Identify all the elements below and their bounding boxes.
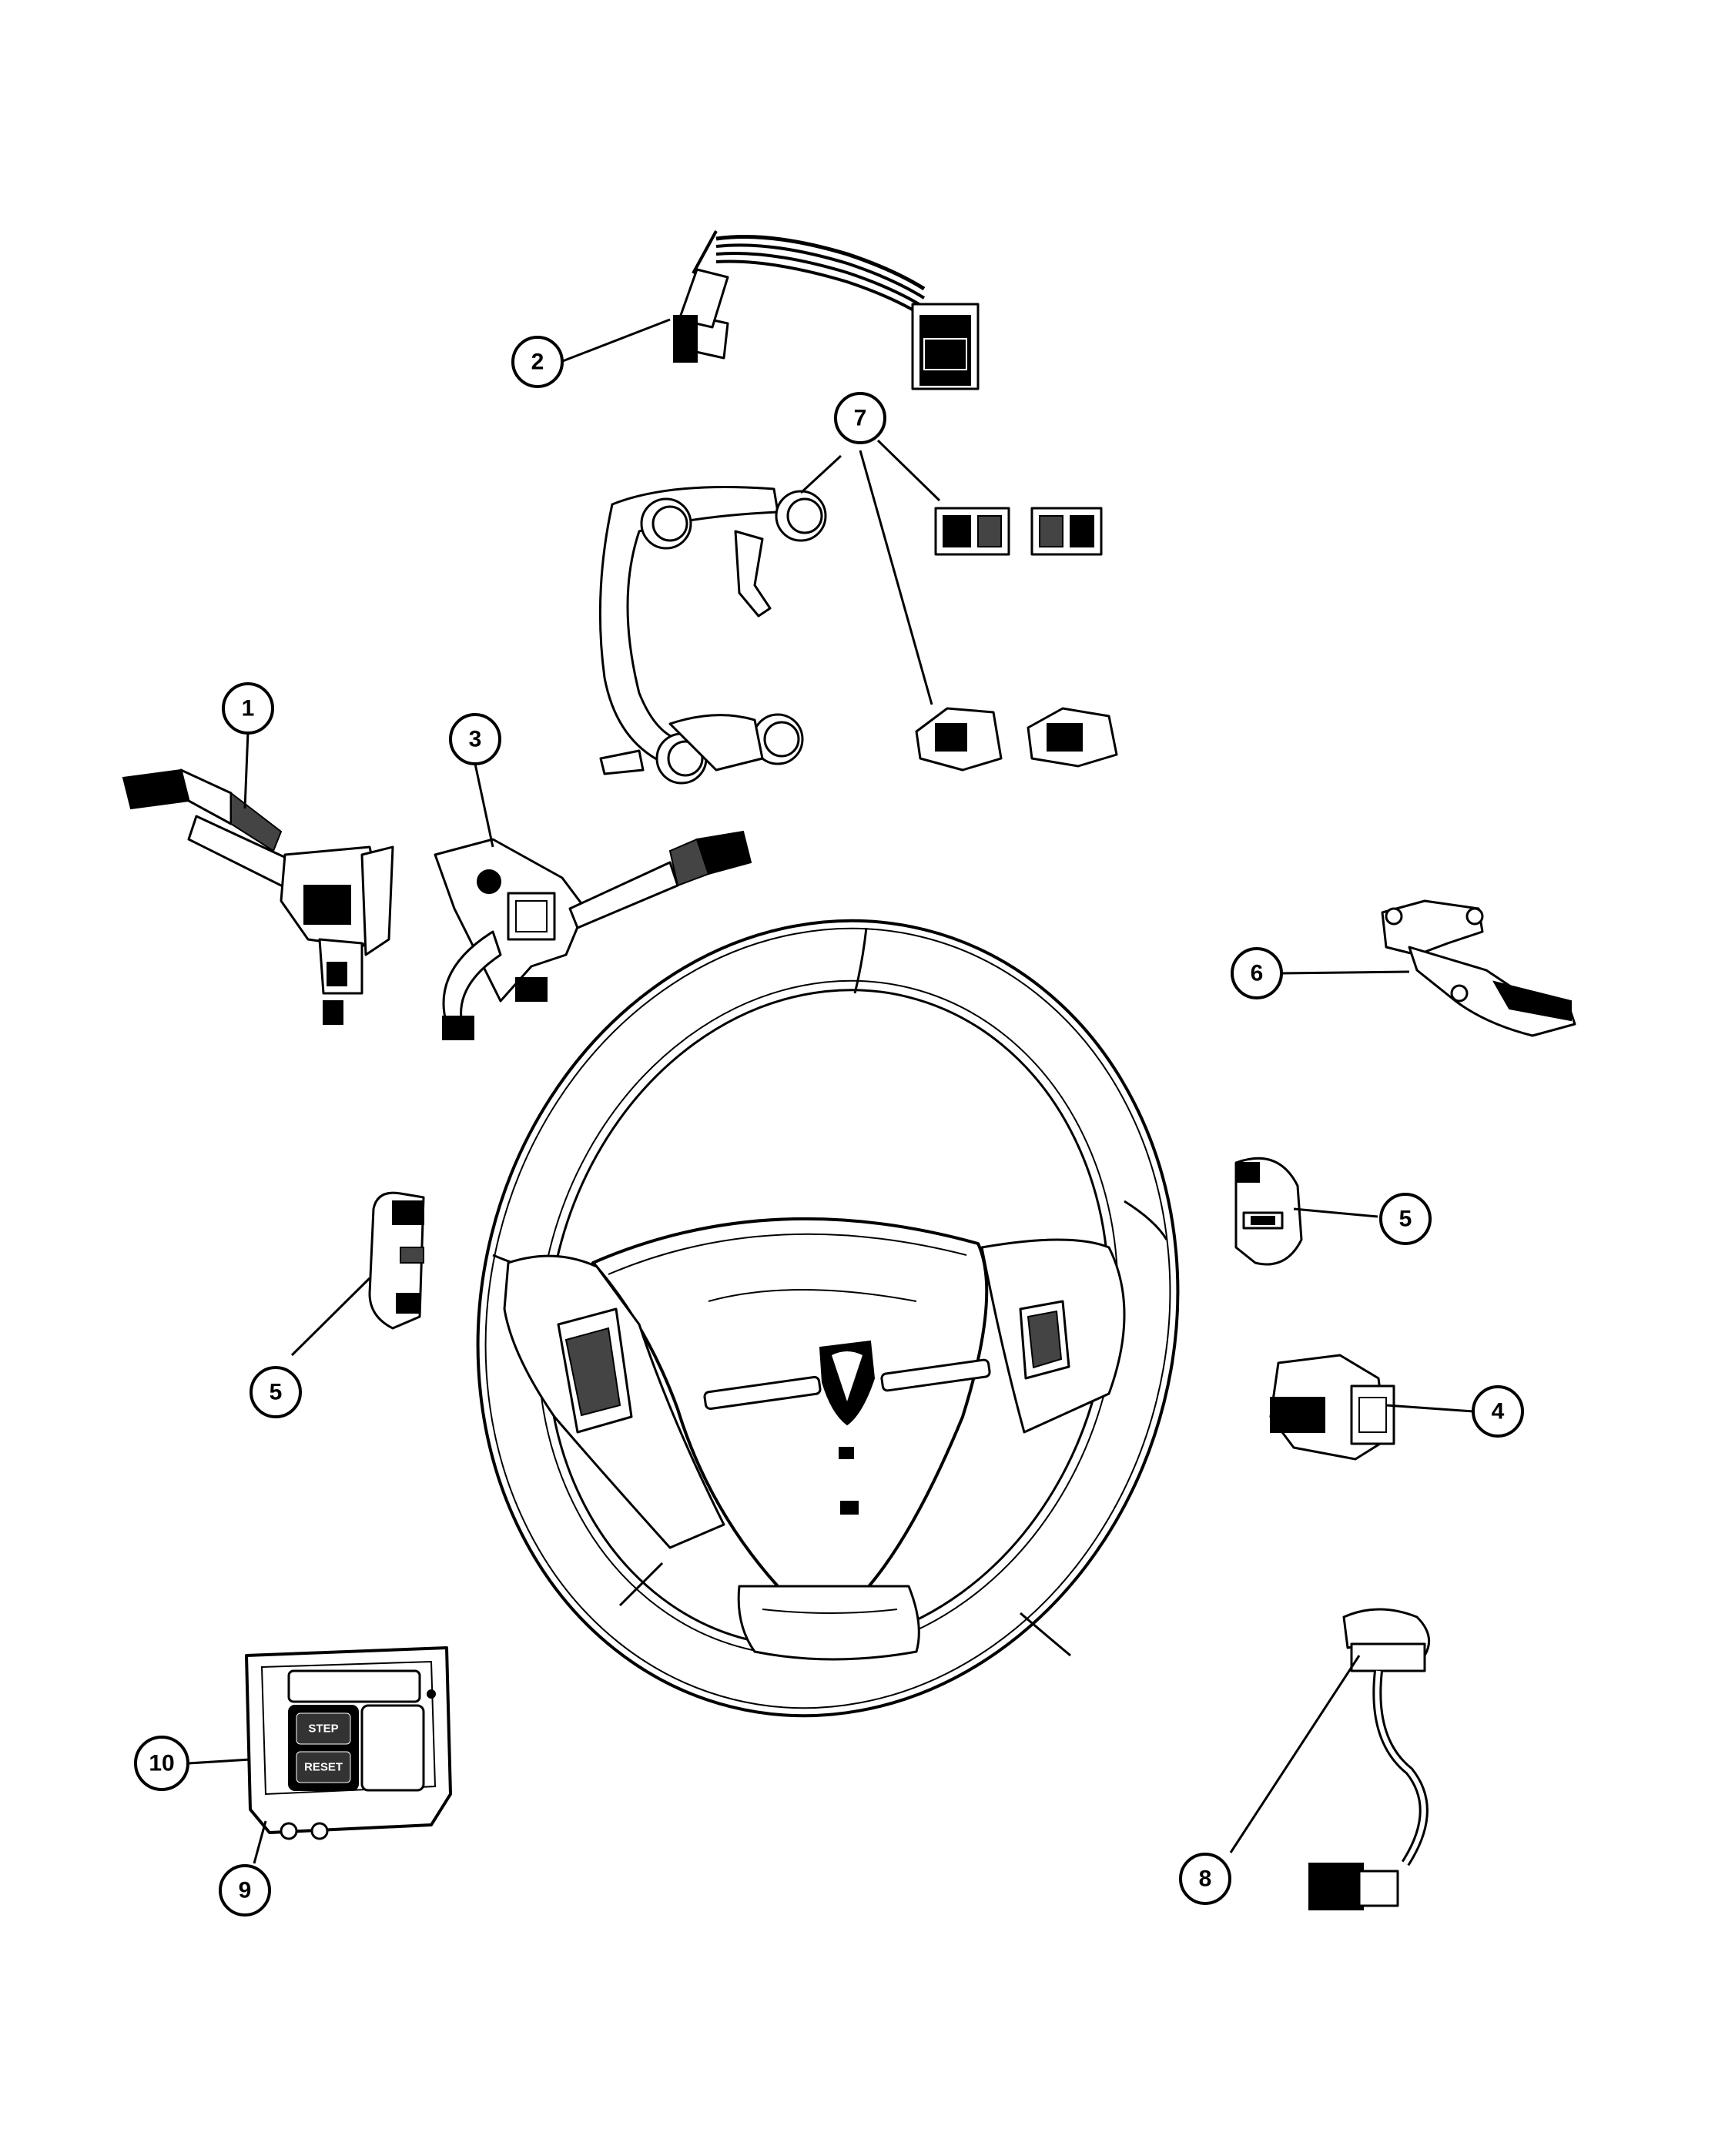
horn-switch-bracket xyxy=(600,487,826,784)
callout-10: 10 xyxy=(134,1736,189,1791)
callout-4: 4 xyxy=(1472,1385,1524,1438)
callout-5-right: 5 xyxy=(1379,1193,1432,1245)
callout-7: 7 xyxy=(834,392,886,444)
callout-3-label: 3 xyxy=(469,727,482,752)
callout-6-label: 6 xyxy=(1251,961,1264,986)
callout-2-label: 2 xyxy=(531,350,544,375)
callout-5-right-label: 5 xyxy=(1399,1207,1412,1232)
callout-1-label: 1 xyxy=(242,696,255,721)
reset-button-label: RESET xyxy=(304,1761,343,1774)
callout-7-label: 7 xyxy=(854,406,867,431)
callout-5-left: 5 xyxy=(250,1366,302,1418)
leader-lines xyxy=(188,318,1474,1864)
wiring-connector xyxy=(1271,1355,1394,1459)
callout-5-left-label: 5 xyxy=(270,1380,283,1405)
multifunction-switch-right xyxy=(435,832,751,1040)
callout-3: 3 xyxy=(449,713,501,765)
wiring-jumper xyxy=(674,231,978,389)
callout-8-label: 8 xyxy=(1199,1866,1212,1892)
callout-10-label: 10 xyxy=(149,1751,174,1776)
step-button-label: STEP xyxy=(308,1722,338,1736)
speed-control-switch-left xyxy=(370,1193,424,1328)
callout-9-label: 9 xyxy=(239,1878,252,1903)
steering-wheel xyxy=(395,846,1261,1791)
callout-6: 6 xyxy=(1231,947,1283,999)
paddle-shifter xyxy=(1382,901,1575,1036)
callout-8: 8 xyxy=(1179,1853,1231,1905)
callout-1: 1 xyxy=(222,682,274,735)
callout-4-label: 4 xyxy=(1492,1399,1505,1424)
control-switch-module: STEP RESET xyxy=(246,1648,451,1839)
multifunction-switch-left xyxy=(123,770,393,1024)
callout-2: 2 xyxy=(511,336,564,388)
harness-lead xyxy=(1309,1609,1429,1910)
callout-9: 9 xyxy=(219,1864,271,1917)
speed-control-switch-right xyxy=(1236,1158,1301,1264)
connector-set xyxy=(916,508,1117,770)
